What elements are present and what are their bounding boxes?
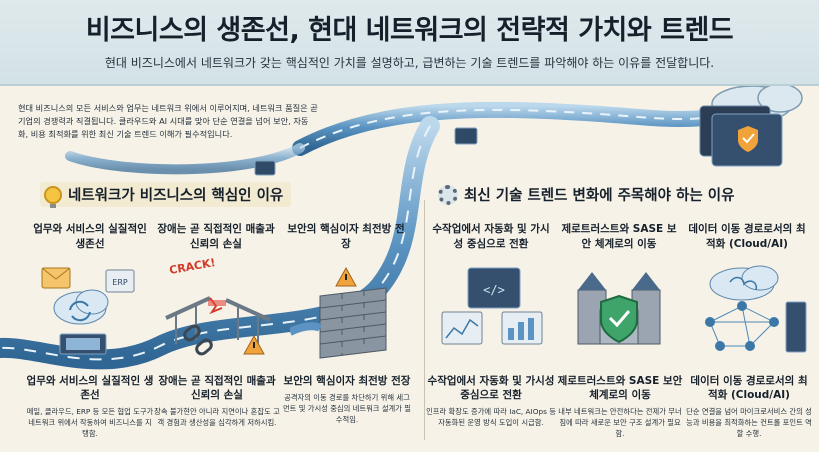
right-col-3-top-title: 데이터 이동 경로로서의 최적화 (Cloud/AI) (688, 223, 806, 250)
network-stream-illustration (0, 86, 803, 370)
page-title: 비즈니스의 생존선, 현대 네트워크의 전략적 가치와 트렌드 (85, 15, 734, 46)
erp-icon: ERP (105, 269, 135, 293)
right-col-1-illustration: </> (441, 267, 543, 345)
right-col-2-illustration (577, 272, 661, 345)
code-window-icon: </> (467, 267, 521, 309)
right-col-1-desc: 인프라 확장도 증가에 따라 IaC, AIOps 등 자동화된 운영 방식 도… (426, 407, 556, 427)
right-col-2-bottom-title: 제로트러스트와 SASE 보안 체계로의 이동 (557, 375, 683, 401)
left-col-1-top-title: 업무와 서비스의 실질적인 생존선 (33, 223, 147, 250)
right-col-2-desc: 내부 네트워크는 안전하다는 전제가 무너짐에 따라 새로운 보안 구조 설계가… (558, 407, 682, 438)
left-col-1-illustration: ERP (41, 267, 135, 355)
right-col-3-illustration (705, 265, 807, 353)
right-col-1-top-title: 수작업에서 자동화 및 가시성 중심으로 전환 (432, 223, 550, 250)
left-col-1-top: 업무와 서비스의 실질적인 생존선 (30, 222, 150, 252)
left-col-2-top-title: 장애는 곧 직접적인 매출과 신뢰의 손실 (157, 223, 275, 250)
right-section-heading: 최신 기술 트렌드 변화에 주목해야 하는 이유 (438, 184, 734, 205)
warning-icon (243, 334, 265, 355)
warning-icon (335, 266, 357, 287)
left-col-3-top-title: 보안의 핵심이자 최전방 전장 (287, 223, 405, 250)
left-col-1-desc: 메일, 클라우드, ERP 등 모든 협업 도구가 네트워크 위에서 작동하여 … (26, 407, 154, 438)
broken-chain-icon (183, 324, 213, 356)
svg-text:</>: </> (483, 283, 505, 297)
gear-icon (438, 184, 458, 205)
shield-check-icon (600, 294, 638, 344)
left-col-2-top: 장애는 곧 직접적인 매출과 신뢰의 손실 (156, 222, 276, 252)
left-col-3-desc: 공격자의 이동 경로를 차단하기 위해 세그먼트 및 가시성 중심의 네트워크 … (282, 393, 412, 424)
page-subtitle: 현대 비즈니스에서 네트워크가 갖는 핵심적인 가치를 설명하고, 급변하는 기… (104, 56, 715, 70)
right-col-2-top: 제로트러스트와 SASE 보안 체계로의 이동 (558, 222, 680, 252)
mail-icon (41, 267, 71, 289)
right-col-3-bottom-title: 데이터 이동 경로로서의 최적화 (Cloud/AI) (690, 375, 808, 401)
left-col-2-illustration: CRACK! (165, 258, 271, 356)
right-col-3-top: 데이터 이동 경로로서의 최적화 (Cloud/AI) (684, 222, 810, 252)
network-nodes-icon (705, 301, 779, 351)
cloud-server-illustration (699, 86, 803, 167)
lightbulb-icon (44, 185, 62, 208)
left-col-2-bottom: 장애는 곧 직접적인 매출과 신뢰의 손실 장속 불가현안 아니라 지연이나 혼… (152, 374, 282, 428)
section-divider (424, 200, 425, 440)
left-col-3-bottom: 보안의 핵심이자 최전방 전장 공격자의 이동 경로를 차단하기 위해 세그먼트… (282, 374, 412, 425)
right-col-3-desc: 단순 연결을 넘어 마이크로서비스 간의 성능과 비용을 최적화하는 컨트롤 포… (686, 407, 812, 438)
left-col-3-bottom-title: 보안의 핵심이자 최전방 전장 (283, 375, 411, 387)
cloud-sync-icon (53, 289, 109, 325)
right-col-2-bottom: 제로트러스트와 SASE 보안 체계로의 이동 내부 네트워크는 안전하다는 전… (556, 374, 684, 439)
header-banner: 비즈니스의 생존선, 현대 네트워크의 전략적 가치와 트렌드 현대 비즈니스에… (0, 0, 819, 86)
left-col-2-desc: 장속 불가현안 아니라 지연이나 혼잡도 고객 경험과 생산성을 심각하게 저하… (154, 407, 280, 427)
left-section-heading-text: 네트워크가 비즈니스의 핵심인 이유 (68, 188, 284, 204)
right-col-1-top: 수작업에서 자동화 및 가시성 중심으로 전환 (428, 222, 554, 252)
right-col-1-bottom: 수작업에서 자동화 및 가시성 중심으로 전환 인프라 확장도 증가에 따라 I… (426, 374, 556, 428)
intro-paragraph: 현대 비즈니스의 모든 서비스와 업무는 네트워크 위에서 이루어지며, 네트워… (18, 103, 318, 139)
left-col-3-top: 보안의 핵심이자 최전방 전장 (286, 222, 406, 252)
right-col-2-top-title: 제로트러스트와 SASE 보안 체계로의 이동 (561, 223, 677, 250)
left-section-heading: 네트워크가 비즈니스의 핵심인 이유 (40, 182, 292, 208)
left-col-1-bottom: 업무와 서비스의 실질적인 생존선 메일, 클라우드, ERP 등 모든 협업 … (26, 374, 154, 439)
dashboard-icon (441, 311, 543, 345)
left-col-2-bottom-title: 장애는 곧 직접적인 매출과 신뢰의 손실 (158, 375, 276, 401)
cloud-brain-icon (709, 265, 779, 301)
left-col-3-illustration (290, 266, 387, 359)
erp-label: ERP (112, 278, 128, 287)
right-col-3-bottom: 데이터 이동 경로로서의 최적화 (Cloud/AI) 단순 연결을 넘어 마이… (686, 374, 812, 439)
left-col-1-bottom-title: 업무와 서비스의 실질적인 생존선 (26, 375, 154, 401)
right-col-1-bottom-title: 수작업에서 자동화 및 가시성 중심으로 전환 (427, 375, 555, 401)
crack-label: CRACK! (168, 258, 216, 277)
firewall-icon (319, 287, 387, 359)
right-section-heading-text: 최신 기술 트렌드 변화에 주목해야 하는 이유 (464, 188, 735, 204)
